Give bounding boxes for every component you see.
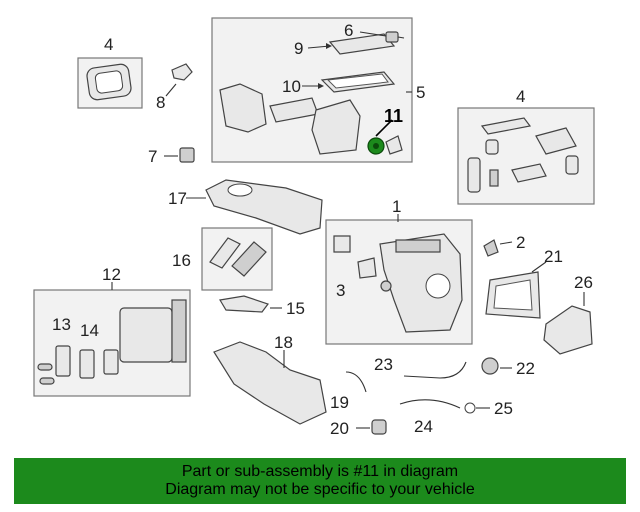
bracket-part-15[interactable] xyxy=(219,295,282,313)
fastener-part-20[interactable] xyxy=(356,419,387,435)
callout-26: 26 xyxy=(574,273,593,292)
callout-18: 18 xyxy=(274,333,293,352)
vents-part-4-right[interactable] xyxy=(467,117,579,193)
blower-assembly-part-12[interactable] xyxy=(37,282,187,385)
info-banner: Part or sub-assembly is #11 in diagram D… xyxy=(14,458,626,504)
hose-part-24[interactable] xyxy=(399,399,461,409)
callout-11: 11 xyxy=(384,106,403,126)
banner-line-1: Part or sub-assembly is #11 in diagram xyxy=(181,463,459,480)
callout-5: 5 xyxy=(416,83,425,102)
screw-part-6[interactable] xyxy=(359,31,405,43)
callout-21: 21 xyxy=(544,247,563,266)
cabin-filter-part-9[interactable] xyxy=(307,33,396,55)
callout-9: 9 xyxy=(294,39,303,58)
callout-10: 10 xyxy=(282,77,301,96)
cabin-filter-part-10[interactable] xyxy=(302,71,396,93)
callout-13: 13 xyxy=(52,315,71,334)
bracket-part-26[interactable] xyxy=(543,292,593,355)
parts-diagram: 4 8 7 6 9 10 5 11 4 17 1 16 2 21 12 26 3… xyxy=(33,17,595,438)
callout-22: 22 xyxy=(516,359,535,378)
callout-14: 14 xyxy=(80,321,99,340)
hose-part-23[interactable] xyxy=(403,361,467,379)
highlighted-part-11[interactable] xyxy=(367,119,403,155)
callout-6: 6 xyxy=(344,21,353,40)
bezel-part-4-left[interactable] xyxy=(86,63,132,101)
vents-part-16[interactable] xyxy=(209,237,267,277)
callout-2: 2 xyxy=(516,233,525,252)
clip-part-8[interactable] xyxy=(165,63,193,97)
console-part-17[interactable] xyxy=(186,179,323,235)
screw-part-2[interactable] xyxy=(483,239,513,257)
callout-8: 8 xyxy=(156,93,165,112)
callout-4-right: 4 xyxy=(516,87,525,106)
callout-16: 16 xyxy=(172,251,191,270)
callout-15: 15 xyxy=(286,299,305,318)
callout-20: 20 xyxy=(330,419,349,438)
callout-19: 19 xyxy=(330,393,349,412)
filter-part-21[interactable] xyxy=(485,261,547,319)
callout-25: 25 xyxy=(494,399,513,418)
callout-4-left: 4 xyxy=(104,35,113,54)
callout-7: 7 xyxy=(148,147,157,166)
banner-line-2: Diagram may not be specific to your vehi… xyxy=(165,481,475,498)
clip-part-7[interactable] xyxy=(164,147,195,163)
callout-12: 12 xyxy=(102,265,121,284)
callout-3: 3 xyxy=(336,281,345,300)
hvac-case-part-1[interactable] xyxy=(333,214,463,333)
duct-part-18[interactable] xyxy=(213,341,327,425)
clamp-part-25[interactable] xyxy=(464,402,490,414)
grommet-part-22[interactable] xyxy=(481,357,512,375)
callout-23: 23 xyxy=(374,355,393,374)
callout-17: 17 xyxy=(168,189,187,208)
hose-part-19[interactable] xyxy=(345,371,367,393)
callout-24: 24 xyxy=(414,417,433,436)
callout-1: 1 xyxy=(392,197,401,216)
housing-part-5[interactable] xyxy=(219,83,361,155)
